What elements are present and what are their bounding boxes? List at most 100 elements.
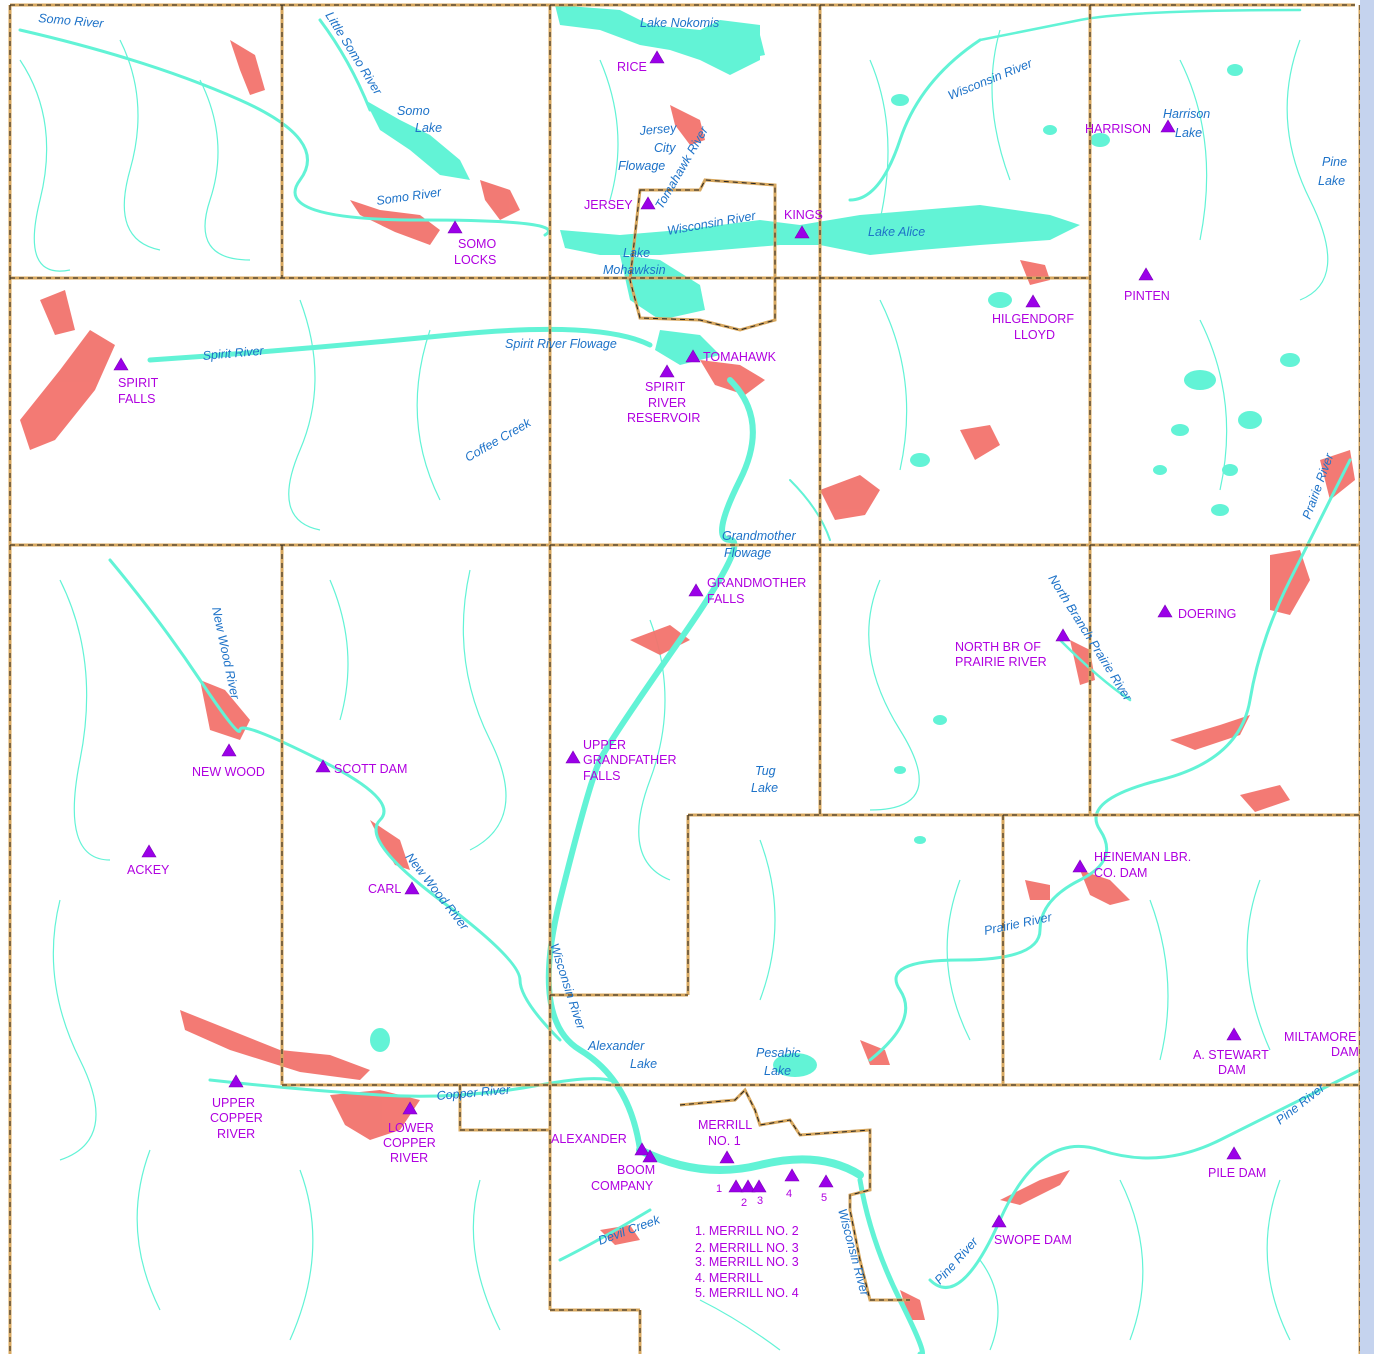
dam-label-spirit-falls-2: FALLS [118, 392, 156, 406]
dam-label-boom-company-1: BOOM [617, 1163, 655, 1177]
dam-labels: RICE JERSEY KINGS HARRISON SOMO LOCKS PI… [118, 60, 1359, 1247]
grandmother-flowage-label-1: Grandmother [722, 529, 796, 543]
dam-label-merrill-no1-2: NO. 1 [708, 1134, 741, 1148]
copper-river-label: Copper River [436, 1083, 511, 1103]
dam-marker-icon [649, 50, 665, 64]
dam-number-2: 2 [741, 1197, 747, 1209]
dam-marker-icon [688, 583, 704, 597]
dam-marker-icon [228, 1074, 244, 1088]
dam-label-hilgendorf-1: HILGENDORF [992, 312, 1074, 326]
dam-label-pile-dam: PILE DAM [1208, 1166, 1266, 1180]
dam-marker-icon [1072, 859, 1088, 873]
jersey-city-flowage-label-3: Flowage [618, 159, 665, 173]
alexander-lake-label-1: Alexander [587, 1039, 645, 1053]
dam-label-a-stewart-1: A. STEWART [1193, 1048, 1269, 1062]
dam-label-doering: DOERING [1178, 607, 1236, 621]
dam-marker-icon [640, 196, 656, 210]
dam-label-upper-copper-1: UPPER [212, 1096, 255, 1110]
dam-label-north-br-2: PRAIRIE RIVER [955, 655, 1047, 669]
dam-label-upper-grandfather-1: UPPER [583, 738, 626, 752]
dam-label-spirit-reservoir-3: RESERVOIR [627, 411, 700, 425]
dam-label-somo-locks-2: LOCKS [454, 253, 496, 267]
dam-label-new-wood: NEW WOOD [192, 765, 265, 779]
dam-label-north-br-1: NORTH BR OF [955, 640, 1041, 654]
dam-marker-icon [402, 1101, 418, 1115]
pine-lake-label-2: Lake [1318, 174, 1345, 188]
dam-label-upper-copper-2: COPPER [210, 1111, 263, 1125]
jersey-city-flowage-label-1: Jersey [638, 121, 678, 138]
dam-label-pinten: PINTEN [1124, 289, 1170, 303]
dam-label-a-stewart-2: DAM [1218, 1063, 1246, 1077]
dam-label-tomahawk: TOMAHAWK [703, 350, 777, 364]
merrill-legend-line-4: 4. MERRILL [695, 1271, 763, 1285]
dam-label-lower-copper-2: COPPER [383, 1136, 436, 1150]
dam-label-carl: CARL [368, 882, 401, 896]
dam-label-heineman-2: CO. DAM [1094, 866, 1147, 880]
dam-marker-icon [818, 1174, 834, 1188]
dam-marker-icon [565, 750, 581, 764]
dam-label-rice: RICE [617, 60, 647, 74]
dam-marker-icon [404, 881, 420, 895]
dam-label-jersey: JERSEY [584, 198, 633, 212]
dam-label-heineman-1: HEINEMAN LBR. [1094, 850, 1191, 864]
merrill-legend-line-3: 3. MERRILL NO. 3 [695, 1255, 799, 1269]
jersey-city-flowage-label-2: City [654, 141, 676, 155]
pine-lake-label-1: Pine [1322, 155, 1347, 169]
dam-marker-icon [221, 743, 237, 757]
dam-label-lower-copper-3: RIVER [390, 1151, 428, 1165]
lakes [370, 64, 1300, 1077]
dam-marker-icon [740, 1179, 756, 1193]
dam-label-miltamore-1: MILTAMORE [1284, 1030, 1356, 1044]
lake-mohawksin-label-1: Lake [623, 246, 650, 260]
tug-lake-label-1: Tug [755, 764, 776, 778]
window-edge [1360, 0, 1374, 1354]
dam-label-kings: KINGS [784, 208, 823, 222]
dam-marker-icon [1025, 294, 1041, 308]
dam-marker-icon [751, 1179, 767, 1193]
dam-marker-icon [1226, 1027, 1242, 1041]
alexander-lake-label-2: Lake [630, 1057, 657, 1071]
pesabic-lake-label-1: Pesabic [756, 1046, 801, 1060]
pesabic-lake-label-2: Lake [764, 1064, 791, 1078]
harrison-lake-label-1: Harrison [1163, 107, 1210, 121]
dam-label-swope-dam: SWOPE DAM [994, 1233, 1072, 1247]
spirit-river-label: Spirit River [202, 344, 265, 363]
lake-mohawksin-label-2: Mohawksin [603, 263, 666, 277]
dam-label-harrison: HARRISON [1085, 122, 1151, 136]
dam-marker-icon [784, 1168, 800, 1182]
somo-river-nw-label: Somo River [38, 11, 105, 31]
dam-label-spirit-reservoir-2: RIVER [648, 396, 686, 410]
boundary-dashes [9, 4, 1361, 1354]
spirit-river-flowage-label: Spirit River Flowage [505, 337, 617, 351]
dam-marker-icon [1055, 628, 1071, 642]
lake-nokomis-label: Lake Nokomis [640, 16, 719, 30]
dam-marker-icon [634, 1142, 650, 1156]
dam-label-miltamore-2: DAM [1331, 1045, 1359, 1059]
somo-lake-label-1: Somo [397, 104, 430, 118]
dam-marker-icon [685, 349, 701, 363]
dam-label-upper-grandfather-3: FALLS [583, 769, 621, 783]
dam-label-upper-copper-3: RIVER [217, 1127, 255, 1141]
dam-label-merrill-no1-1: MERRILL [698, 1118, 752, 1132]
merrill-legend-line-5: 5. MERRILL NO. 4 [695, 1286, 799, 1300]
dam-marker-icon [1157, 604, 1173, 618]
dam-label-scott-dam: SCOTT DAM [334, 762, 407, 776]
dam-label-lower-copper-1: LOWER [388, 1121, 434, 1135]
tug-lake-label-2: Lake [751, 781, 778, 795]
dam-marker-icon [141, 844, 157, 858]
dam-marker-icon [728, 1179, 744, 1193]
dam-label-somo-locks-1: SOMO [458, 237, 496, 251]
dam-marker-icon [642, 1149, 658, 1163]
dam-marker-icon [794, 225, 810, 239]
dam-marker-icon [1138, 267, 1154, 281]
grandmother-flowage-label-2: Flowage [724, 546, 771, 560]
dam-marker-icon [113, 357, 129, 371]
lake-alice-label: Lake Alice [868, 225, 925, 239]
dam-label-spirit-reservoir-1: SPIRIT [645, 380, 686, 394]
merrill-legend-line-1: 1. MERRILL NO. 2 [695, 1224, 799, 1238]
merrill-dam-legend: 1. MERRILL NO. 2 2. MERRILL NO. 3 3. MER… [695, 1224, 799, 1300]
dam-marker-icon [1160, 119, 1176, 133]
dam-label-upper-grandfather-2: GRANDFATHER [583, 753, 677, 767]
dam-number-4: 4 [786, 1188, 792, 1200]
